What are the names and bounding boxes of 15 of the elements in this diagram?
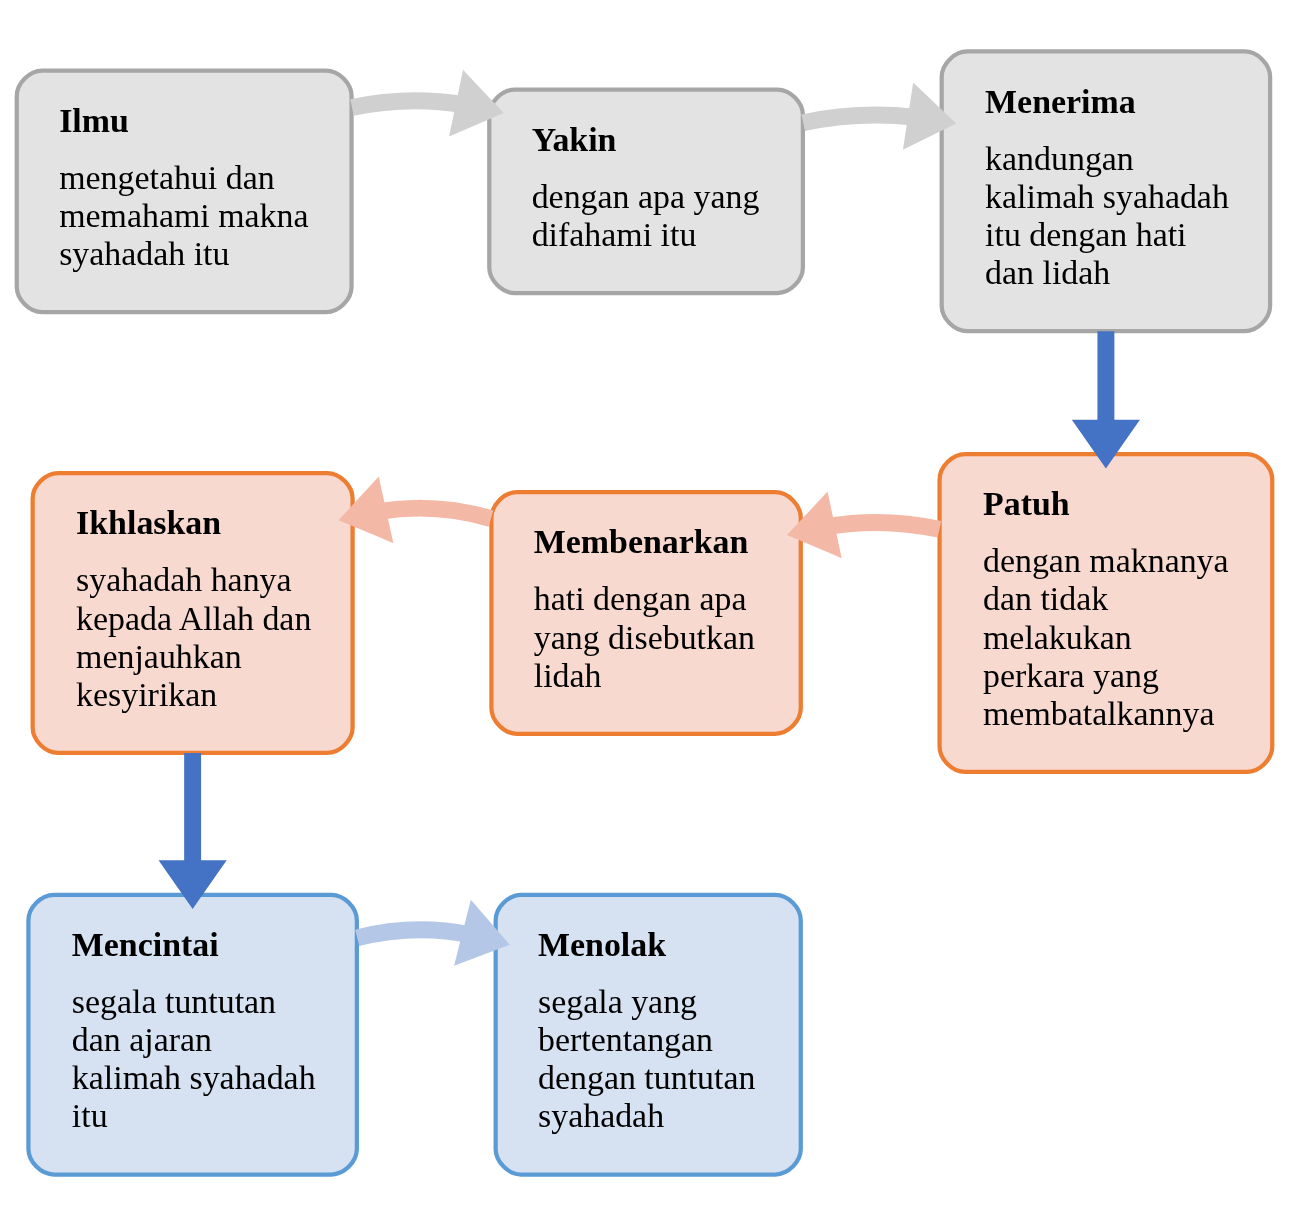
node-box: Patuh dengan maknanya dan tidak melakukan perkara yang membatalkannya [937, 451, 1275, 775]
arrow [355, 899, 510, 966]
node-box: Ikhlaskan syahadah hanya kepada Allah dan menjauhkan kesyirikan [30, 471, 355, 755]
node-box: Membenarkan hati dengan apa yang disebutkan lidah [489, 490, 803, 736]
node-box: Mencintai segala tuntutan dan ajaran kalimah syahadah itu [26, 892, 359, 1177]
node-box: Menerima kandungan kalimah syahadah itu dengan hati dan lidah [939, 49, 1273, 334]
arrow [338, 476, 494, 544]
node-box: Ilmu mengetahui dan memahami makna syahadah itu [14, 68, 354, 315]
node-box: Menolak segala yang bertentangan dengan tuntutan syahadah [493, 892, 803, 1177]
arrow [787, 491, 942, 559]
arrow [801, 82, 957, 150]
arrow [158, 752, 227, 909]
arrow [1071, 331, 1140, 469]
node-box: Yakin dengan apa yang difahami itu [487, 87, 805, 296]
arrow [350, 69, 504, 137]
